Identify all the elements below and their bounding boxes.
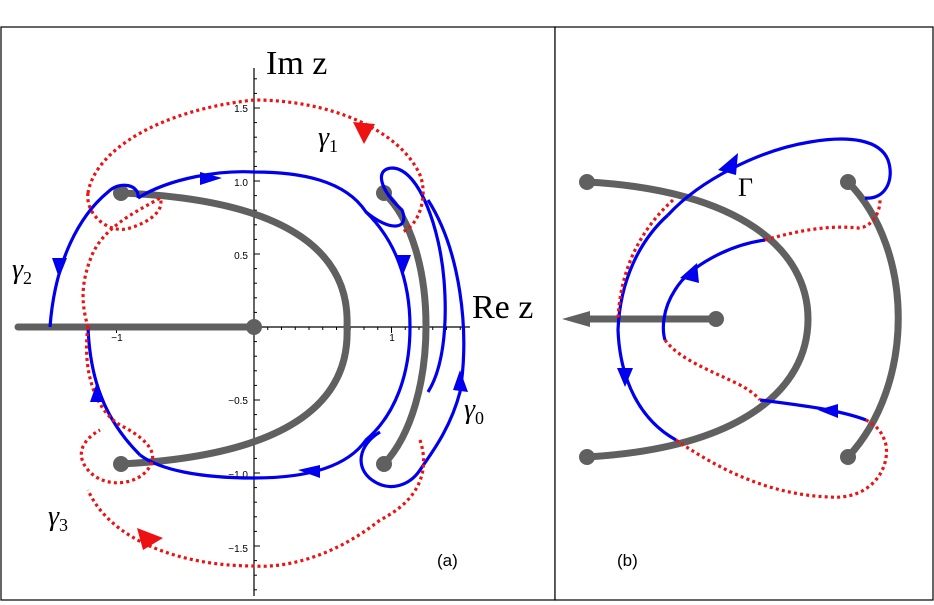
gamma1-subscript: 1 xyxy=(329,136,338,156)
red-contour-outer-loop xyxy=(86,98,425,234)
red-contour-b-mid xyxy=(764,199,882,242)
x-tick-label-neg1: −1 xyxy=(111,333,123,344)
gamma2-symbol: γ xyxy=(12,254,24,285)
red-contour-b-lower xyxy=(675,418,889,499)
panel-a: −1 1 1.5 1.0 0.5 −0.5 −1.0 −1.5 Im z Re … xyxy=(0,26,556,601)
panel-b: Γ (b) xyxy=(554,26,934,601)
real-axis-title: Re z xyxy=(472,289,533,326)
arrow-blue-top xyxy=(200,172,222,185)
gamma1-symbol: γ xyxy=(318,122,330,153)
branch-point-b-lower-right xyxy=(840,449,856,465)
red-contour-b-upper xyxy=(616,198,675,321)
gamma2-subscript: 2 xyxy=(23,268,32,288)
arrow-blue-bottom xyxy=(298,465,320,478)
imaginary-axis-title: Im z xyxy=(266,45,327,82)
arrow-blue-b-top xyxy=(718,153,738,175)
arrow-blue-b-lower xyxy=(818,404,838,418)
blue-contour-b-upper xyxy=(666,137,892,217)
arrow-blue-left-lower xyxy=(90,382,105,402)
branch-point-lower-left xyxy=(113,456,129,472)
arrow-blue-outer-right xyxy=(453,370,468,392)
blue-contour-upper-right-keyhole xyxy=(364,166,447,393)
branch-point-upper-left xyxy=(113,185,129,201)
blue-contour-b-inner xyxy=(661,238,766,341)
blue-contour-left-upper-arc xyxy=(48,183,140,328)
y-tick-label-neg1.0: −1.0 xyxy=(228,470,248,481)
branch-point-b-upper-right xyxy=(840,174,856,190)
gamma-capital-label: Γ xyxy=(738,173,753,202)
branch-cut-arrowhead xyxy=(562,311,590,327)
branch-cut-parabola-b xyxy=(583,178,812,461)
panel-a-label: (a) xyxy=(437,551,458,570)
gamma3-symbol: γ xyxy=(48,501,60,532)
gamma2-label: γ2 xyxy=(12,254,32,288)
panel-b-label: (b) xyxy=(617,551,638,570)
arrow-red-gamma3 xyxy=(137,528,163,550)
branch-point-lower-right xyxy=(376,456,392,472)
branch-point-b-lower-left xyxy=(579,449,595,465)
y-tick-label-neg0.5: −0.5 xyxy=(228,396,248,407)
arrow-blue-b-left xyxy=(617,368,633,387)
red-contour-b-inner xyxy=(663,339,762,401)
y-tick-label-1.5: 1.5 xyxy=(234,104,248,115)
y-tick-label-neg1.5: −1.5 xyxy=(228,544,248,555)
blue-contour-right-outer-arc xyxy=(359,199,466,489)
gamma3-label: γ3 xyxy=(48,501,68,535)
panel-b-frame xyxy=(554,26,934,601)
red-contour-left-upper-loop xyxy=(81,192,163,328)
branch-point-origin xyxy=(246,319,262,335)
blue-contour-b-left xyxy=(616,213,677,442)
arrow-red-gamma1 xyxy=(353,122,375,144)
gamma1-label: γ1 xyxy=(318,122,338,156)
branch-cut-parabola xyxy=(117,189,351,468)
branch-point-b-upper-left xyxy=(579,174,595,190)
branch-cut-right-arc-b xyxy=(844,178,902,461)
blue-contour-inner-loop xyxy=(137,170,412,480)
y-tick-label-0.5: 0.5 xyxy=(234,251,248,262)
y-tick-label-1.0: 1.0 xyxy=(234,178,248,189)
red-contour-lower-loop xyxy=(86,439,426,568)
blue-contour-b-lower xyxy=(759,398,867,422)
arrow-blue-right xyxy=(396,255,411,275)
gamma0-symbol: γ xyxy=(464,394,476,425)
gamma0-subscript: 0 xyxy=(475,408,484,428)
arrow-blue-b-inner xyxy=(680,263,699,283)
gamma0-label: γ0 xyxy=(464,394,484,428)
branch-point-b-center xyxy=(708,311,724,327)
x-tick-label-1: 1 xyxy=(389,333,395,344)
arrow-blue-left-upper xyxy=(52,258,67,278)
gamma3-subscript: 3 xyxy=(59,515,68,535)
